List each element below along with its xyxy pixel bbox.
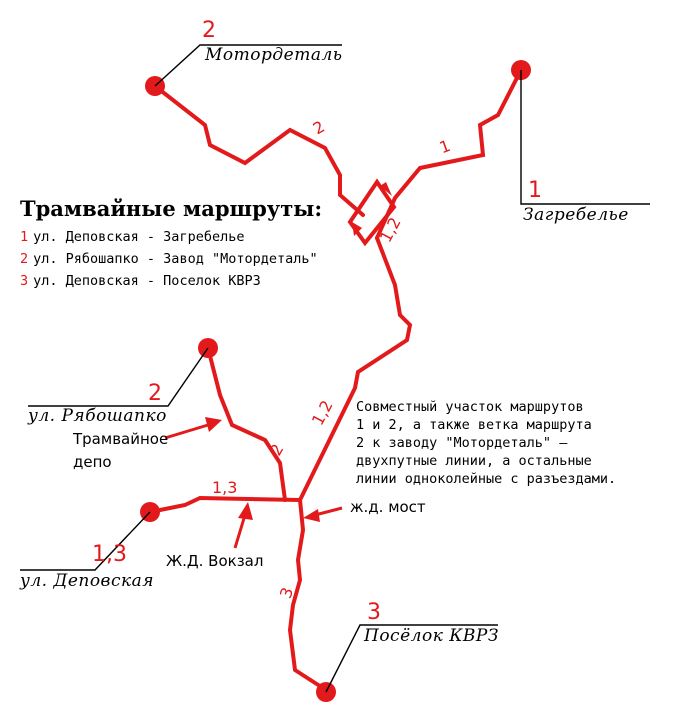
route-2-motordetal-line [153, 84, 365, 217]
leader-ryaboshapko [28, 347, 209, 407]
terminus-motordetal-route: 2 [202, 18, 216, 43]
segment-label-depovskaya: 1,3 [212, 478, 238, 497]
note-line: двухпутные линии, а остальные [356, 453, 592, 469]
station-pointer-line [233, 514, 247, 549]
terminus-kvrz-route: 3 [367, 600, 381, 625]
leader-motordetal [154, 44, 342, 87]
legend-route-number: 1 [20, 229, 29, 245]
loop-direction-arrow-icon [380, 182, 392, 196]
loop-direction-arrow-icon [352, 222, 362, 236]
leader-zagrebelye [520, 70, 650, 205]
leader-depovskaya [20, 511, 151, 571]
depot-label-line2: депо [73, 453, 112, 471]
terminus-ryaboshapko-name: ул. Рябошапко [28, 406, 167, 426]
note-line: 2 к заводу "Мотордеталь" – [356, 435, 568, 451]
bridge-pointer-arrow-icon [303, 509, 320, 522]
terminus-depovskaya-route: 1,3 [92, 542, 127, 567]
depot-pointer-line [164, 423, 209, 440]
legend-route-number: 3 [20, 273, 29, 289]
route-1-zagrebelye-line [375, 68, 523, 240]
depot-label-line1: Трамвайное [73, 430, 169, 448]
legend-title: Трамвайные маршруты: [20, 196, 323, 221]
route-1-2-trunk [298, 236, 413, 502]
leader-kvrz [325, 624, 498, 693]
note-line: линии одноколейные с разъездами. [356, 471, 617, 487]
bridge-label: ж.д. мост [350, 498, 426, 516]
note-line: Совместный участок маршрутов [356, 399, 584, 415]
terminus-kvrz-name: Посёлок КВРЗ [364, 626, 499, 646]
station-label: Ж.Д. Вокзал [166, 552, 264, 570]
route-3-kvrz-line [287, 498, 328, 692]
route-2-ryaboshapko-line [206, 346, 287, 502]
junction-loop [347, 178, 397, 247]
route-1-3-depovskaya-line [148, 495, 302, 514]
terminus-motordetal-name: Мотордеталь [205, 45, 343, 65]
legend-route-text: ул. Рябошапко - Завод "Мотордеталь" [33, 251, 318, 267]
terminus-depovskaya-name: ул. Деповская [20, 571, 155, 591]
legend-route-number: 2 [20, 251, 29, 267]
note-line: 1 и 2, а также ветка маршрута [356, 417, 592, 433]
terminus-ryaboshapko-route: 2 [148, 381, 162, 406]
depot-pointer-arrow-icon [205, 417, 222, 432]
terminus-zagrebelye-name: Загребелье [523, 205, 629, 225]
shared-section-note: Совместный участок маршрутов 1 и 2, а та… [356, 398, 662, 488]
station-pointer-arrow-icon [238, 502, 253, 520]
legend-route-text: ул. Деповская - Поселок КВРЗ [33, 273, 261, 289]
legend-route-text: ул. Деповская - Загребелье [33, 229, 245, 245]
terminus-zagrebelye-route: 1 [528, 178, 542, 203]
bridge-pointer-line [314, 506, 343, 517]
